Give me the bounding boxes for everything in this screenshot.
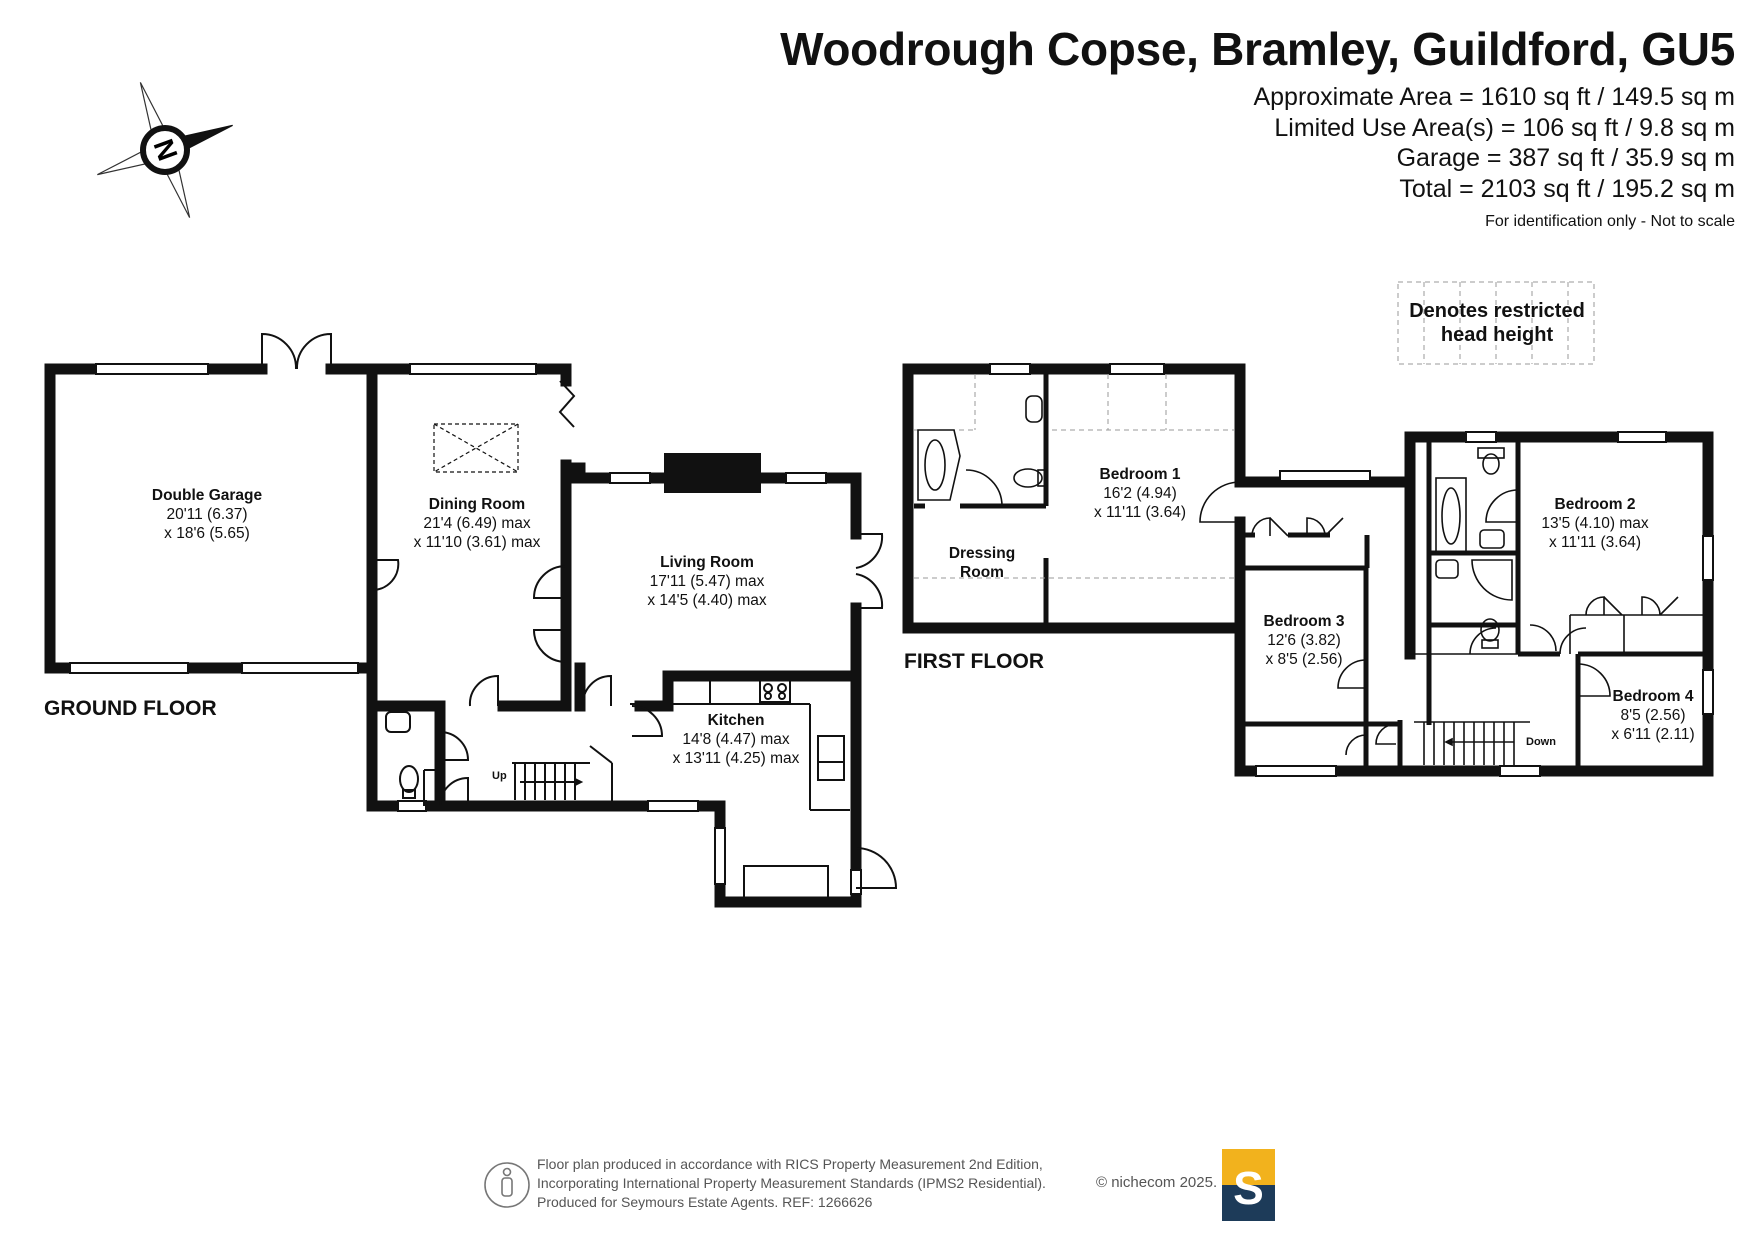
approximate-area: Approximate Area = 1610 sq ft / 149.5 sq… [1253, 83, 1735, 111]
room-double-garage: Double Garage 20'11 (6.37) x 18'6 (5.65) [141, 486, 273, 543]
copyright-credit: © nichecom 2025. [1096, 1174, 1218, 1191]
ground-floor-fittings [69, 332, 898, 901]
disclaimer: For identification only - Not to scale [1485, 213, 1735, 230]
room-bedroom-1: Bedroom 1 16'2 (4.94) x 11'11 (3.64) [1065, 465, 1215, 522]
room-dimension: x 11'10 (3.61) max [413, 534, 541, 551]
room-dining-room: Dining Room 21'4 (6.49) max x 11'10 (3.6… [397, 495, 557, 552]
first-floor-partitions [914, 374, 1703, 766]
room-name-line-2: Room [960, 564, 1004, 581]
room-name: Bedroom 2 [1554, 496, 1636, 513]
room-dimension: x 8'5 (2.56) [1265, 651, 1343, 668]
ipms-person-icon [484, 1162, 530, 1208]
room-kitchen: Kitchen 14'8 (4.47) max x 13'11 (4.25) m… [656, 711, 816, 768]
room-name: Kitchen [707, 712, 765, 729]
ground-floor-walls [44, 363, 862, 908]
area-summary: Approximate Area = 1610 sq ft / 149.5 sq… [1253, 82, 1735, 204]
room-bedroom-4: Bedroom 4 8'5 (2.56) x 6'11 (2.11) [1600, 687, 1706, 744]
legend-line-2: head height [1440, 324, 1554, 346]
seymours-logo-icon: S [1222, 1149, 1275, 1221]
room-dimension: x 18'6 (5.65) [164, 525, 250, 542]
room-name: Bedroom 1 [1099, 466, 1181, 483]
room-dimension: x 14'5 (4.40) max [647, 592, 767, 609]
room-dressing-room: Dressing Room [932, 544, 1032, 582]
room-dimension: 13'5 (4.10) max [1541, 515, 1649, 532]
first-floor-label: FIRST FLOOR [904, 650, 1044, 673]
room-dimension: 12'6 (3.82) [1267, 632, 1341, 649]
room-dimension: 16'2 (4.94) [1103, 485, 1177, 502]
room-name: Bedroom 3 [1263, 613, 1345, 630]
room-dimension: 21'4 (6.49) max [423, 515, 531, 532]
footer-line-2: Incorporating International Property Mea… [537, 1175, 1046, 1191]
room-dimension: x 13'11 (4.25) max [672, 750, 800, 767]
room-dimension: 14'8 (4.47) max [682, 731, 790, 748]
restricted-height-legend-box [1397, 281, 1595, 365]
room-name: Bedroom 4 [1612, 688, 1694, 705]
room-name: Dining Room [428, 496, 526, 513]
room-dimension: 20'11 (6.37) [166, 506, 248, 523]
room-bedroom-3: Bedroom 3 12'6 (3.82) x 8'5 (2.56) [1246, 612, 1362, 669]
room-dimension: x 6'11 (2.11) [1611, 726, 1695, 743]
first-floor-walls [902, 363, 1714, 777]
room-name: Living Room [660, 554, 754, 571]
stairs-up-label: Up [492, 770, 507, 782]
footer-line-1: Floor plan produced in accordance with R… [537, 1156, 1043, 1172]
restricted-height-legend: Denotes restricted head height [1401, 299, 1593, 347]
room-dimension: 8'5 (2.56) [1620, 707, 1686, 724]
first-floor-fittings [914, 363, 1714, 777]
ground-floor-label: GROUND FLOOR [44, 697, 217, 720]
room-bedroom-2: Bedroom 2 13'5 (4.10) max x 11'11 (3.64) [1510, 495, 1680, 552]
stairs-down-label: Down [1526, 736, 1556, 748]
room-name: Double Garage [151, 487, 263, 504]
footer-line-3: Produced for Seymours Estate Agents. REF… [537, 1194, 873, 1210]
compass-rose-icon: N [97, 82, 233, 218]
total-area: Total = 2103 sq ft / 195.2 sq m [1399, 174, 1735, 203]
page-title: Woodrough Copse, Bramley, Guildford, GU5 [780, 23, 1735, 75]
room-living-room: Living Room 17'11 (5.47) max x 14'5 (4.4… [627, 553, 787, 610]
limited-use-area: Limited Use Area(s) = 106 sq ft / 9.8 sq… [1274, 113, 1735, 142]
room-dimension: x 11'11 (3.64) [1549, 534, 1641, 551]
garage-area: Garage = 387 sq ft / 35.9 sq m [1396, 144, 1735, 172]
logo-letter: S [1233, 1162, 1264, 1214]
footer-notes: Floor plan produced in accordance with R… [537, 1155, 1046, 1212]
room-dimension: x 11'11 (3.64) [1094, 504, 1186, 521]
room-dimension: 17'11 (5.47) max [649, 573, 765, 590]
room-name: Dressing [948, 545, 1016, 562]
legend-line-1: Denotes restricted [1409, 300, 1585, 322]
